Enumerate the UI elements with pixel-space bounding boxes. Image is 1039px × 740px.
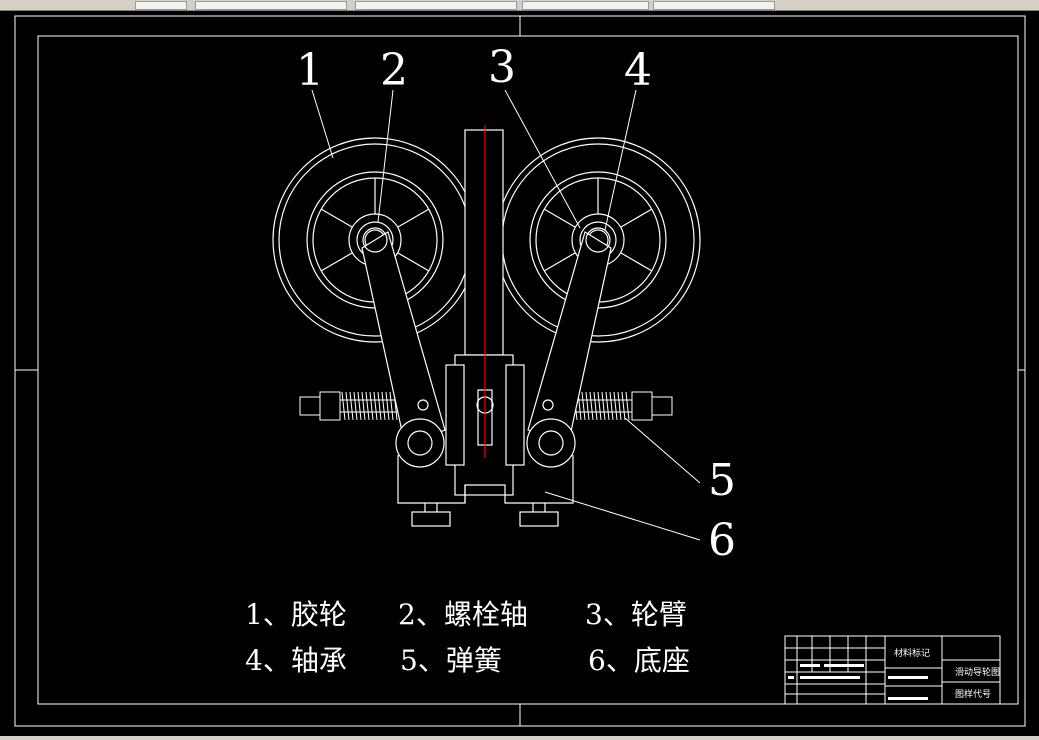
- base: [397, 455, 574, 527]
- spring-coil: [341, 391, 346, 421]
- spring-left: [299, 391, 400, 421]
- spring-coil: [617, 391, 622, 421]
- spring-coil: [361, 391, 366, 421]
- callout-numbers: 1 2 3 4 5 6: [296, 42, 736, 566]
- spring-coil: [601, 391, 606, 421]
- left-wheel-arm: [361, 227, 446, 446]
- spring-coil: [357, 391, 362, 421]
- spring-coil: [353, 391, 358, 421]
- center-post: [445, 129, 525, 496]
- title-block-fills: [788, 664, 928, 700]
- spring-coil: [385, 391, 390, 421]
- callout-3: 3: [488, 42, 516, 93]
- cad-window-toolbar: [0, 0, 1039, 11]
- callout-6: 6: [708, 515, 736, 566]
- legend-item-2: 2、螺栓轴: [398, 598, 528, 631]
- left-bearing: [395, 418, 445, 468]
- parts-legend: 1、胶轮 2、螺栓轴 3、轮臂 4、轴承 5、弹簧 6、底座: [245, 598, 690, 677]
- window-bottom-edge: [0, 736, 1039, 740]
- spring-coil: [613, 391, 618, 421]
- spring-coil: [369, 391, 374, 421]
- title-block-drawing-code: 图样代号: [955, 688, 991, 700]
- legend-item-6: 6、底座: [588, 644, 690, 677]
- leader-lines: [311, 89, 701, 541]
- spring-right-coils: [573, 391, 630, 421]
- callout-1: 1: [296, 45, 324, 96]
- spring-coil: [345, 391, 350, 421]
- legend-item-3: 3、轮臂: [585, 598, 687, 631]
- spring-coil: [597, 391, 602, 421]
- legend-item-4: 4、轴承: [245, 644, 347, 677]
- toolbar-tab-1[interactable]: [135, 1, 187, 10]
- legend-item-5: 5、弹簧: [400, 644, 502, 677]
- callout-5: 5: [708, 455, 736, 506]
- spring-right: [572, 391, 673, 421]
- spring-coil: [625, 391, 630, 421]
- spring-coil: [605, 391, 610, 421]
- toolbar-tab-4[interactable]: [522, 1, 649, 10]
- spring-coil: [349, 391, 354, 421]
- title-block: [784, 635, 1001, 705]
- spring-coil: [585, 391, 590, 421]
- spring-coil: [373, 391, 378, 421]
- callout-2: 2: [380, 45, 408, 96]
- spring-coil: [377, 391, 382, 421]
- spring-coil: [593, 391, 598, 421]
- cad-drawing-canvas[interactable]: 1 2 3 4 5 6 1、胶轮 2、螺栓轴 3、轮臂 4、轴承 5、弹簧 6、…: [0, 10, 1039, 736]
- right-bearing: [526, 418, 576, 468]
- drawing-frame: [14, 15, 1026, 727]
- title-block-material-mark: 材料标记: [894, 647, 930, 659]
- callout-4: 4: [624, 45, 652, 96]
- spring-coil: [621, 391, 626, 421]
- toolbar-tab-5[interactable]: [653, 1, 775, 10]
- spring-left-coils: [341, 391, 398, 421]
- toolbar-tab-3[interactable]: [355, 1, 517, 10]
- spring-coil: [581, 391, 586, 421]
- spring-coil: [365, 391, 370, 421]
- legend-item-1: 1、胶轮: [245, 598, 347, 631]
- spring-coil: [609, 391, 614, 421]
- toolbar-tab-2[interactable]: [195, 1, 347, 10]
- spring-coil: [389, 391, 394, 421]
- spring-coil: [589, 391, 594, 421]
- spring-coil: [381, 391, 386, 421]
- title-block-drawing-title: 滑动导轮图: [955, 666, 1000, 678]
